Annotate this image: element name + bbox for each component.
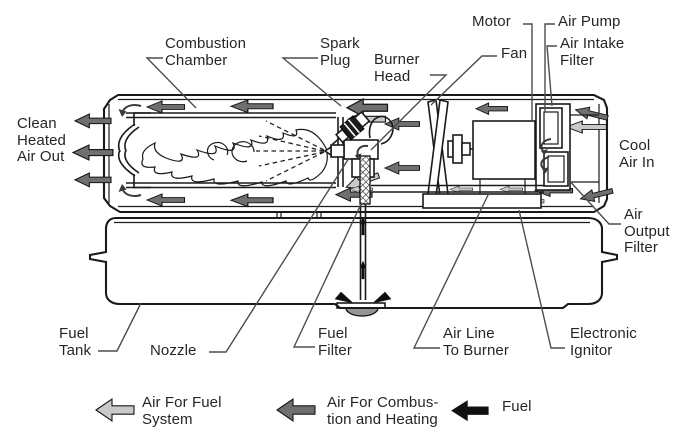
heated-air-out-arrow-icon [72, 144, 114, 161]
fuel-filter-drawing [359, 155, 371, 205]
upper-housing [102, 93, 609, 218]
fan-drawing [427, 99, 473, 197]
air-arrow-icon [384, 161, 421, 175]
leader-spark-plug [281, 57, 342, 107]
label-fuel-tank: Fuel Tank [59, 325, 92, 359]
legend-fuel-arrow-icon [451, 400, 489, 421]
combustion-chamber-drawing [117, 104, 336, 197]
legend-air-combustion-arrow-icon [276, 398, 316, 422]
label-fan: Fan [501, 45, 528, 62]
heated-air-out-arrow-icon [74, 113, 112, 129]
cool-air-in-arrow-icon [565, 120, 608, 134]
label-air-line-to-burner: Air Line To Burner [443, 325, 509, 359]
label-fuel-filter: Fuel Filter [318, 325, 352, 359]
air-arrow-icon [230, 193, 274, 208]
leader-combustion-chamber [145, 57, 197, 109]
label-electronic-ignitor: Electronic Ignitor [570, 325, 637, 359]
label-clean-heated-air-out: Clean Heated Air Out [17, 115, 66, 165]
fuel-line-drawing [334, 204, 392, 317]
label-cool-air-in: Cool Air In [619, 137, 655, 171]
leader-motor [523, 23, 533, 121]
air-pump-assembly [535, 103, 599, 191]
flame [141, 128, 328, 187]
spark-plug-drawing [331, 110, 371, 145]
heated-air-out-arrow-icon [74, 172, 112, 188]
legend-label-air-fuel-system: Air For Fuel System [142, 394, 222, 428]
legend-air-fuel-arrow-icon [95, 398, 135, 422]
leader-fan [430, 55, 497, 106]
leader-air-line [412, 192, 490, 349]
fuel-spray [256, 120, 325, 182]
leader-air-intake-filter [546, 45, 557, 107]
air-arrow-icon [346, 98, 389, 118]
air-arrow-icon [146, 193, 186, 207]
leader-lines [98, 23, 621, 353]
motor-drawing [472, 120, 536, 194]
leader-fuel-tank [98, 302, 142, 352]
air-line-drawing [371, 184, 544, 193]
label-air-pump: Air Pump [558, 13, 621, 30]
leader-nozzle [209, 157, 350, 353]
label-motor: Motor [472, 13, 511, 30]
legend-label-fuel: Fuel [502, 398, 532, 415]
leader-burner-head [370, 74, 448, 151]
label-air-output-filter: Air Output Filter [624, 206, 670, 256]
burner-assembly [256, 110, 394, 205]
nozzle-drawing [330, 144, 345, 158]
air-arrow-icon [146, 100, 186, 114]
label-air-intake-filter: Air Intake Filter [560, 35, 625, 69]
air-arrow-icon [475, 102, 509, 115]
cool-air-in-arrow-icon [573, 103, 610, 125]
leader-air-pump [544, 23, 555, 112]
air-hook-tube [368, 115, 394, 145]
label-spark-plug: Spark Plug [320, 35, 360, 69]
leader-ignitor [518, 209, 565, 349]
air-intake-filter-drawing [539, 107, 563, 149]
label-combustion-chamber: Combustion Chamber [165, 35, 247, 69]
label-nozzle: Nozzle [150, 342, 197, 359]
leader-fuel-filter [292, 203, 362, 348]
legend-label-air-combustion-heating: Air For Combus- tion and Heating [327, 394, 439, 428]
label-burner-head: Burner Head [374, 51, 420, 85]
air-arrow-icon [230, 99, 274, 114]
cool-air-in-arrow-icon [578, 184, 615, 206]
leader-air-output-filter [566, 177, 621, 225]
